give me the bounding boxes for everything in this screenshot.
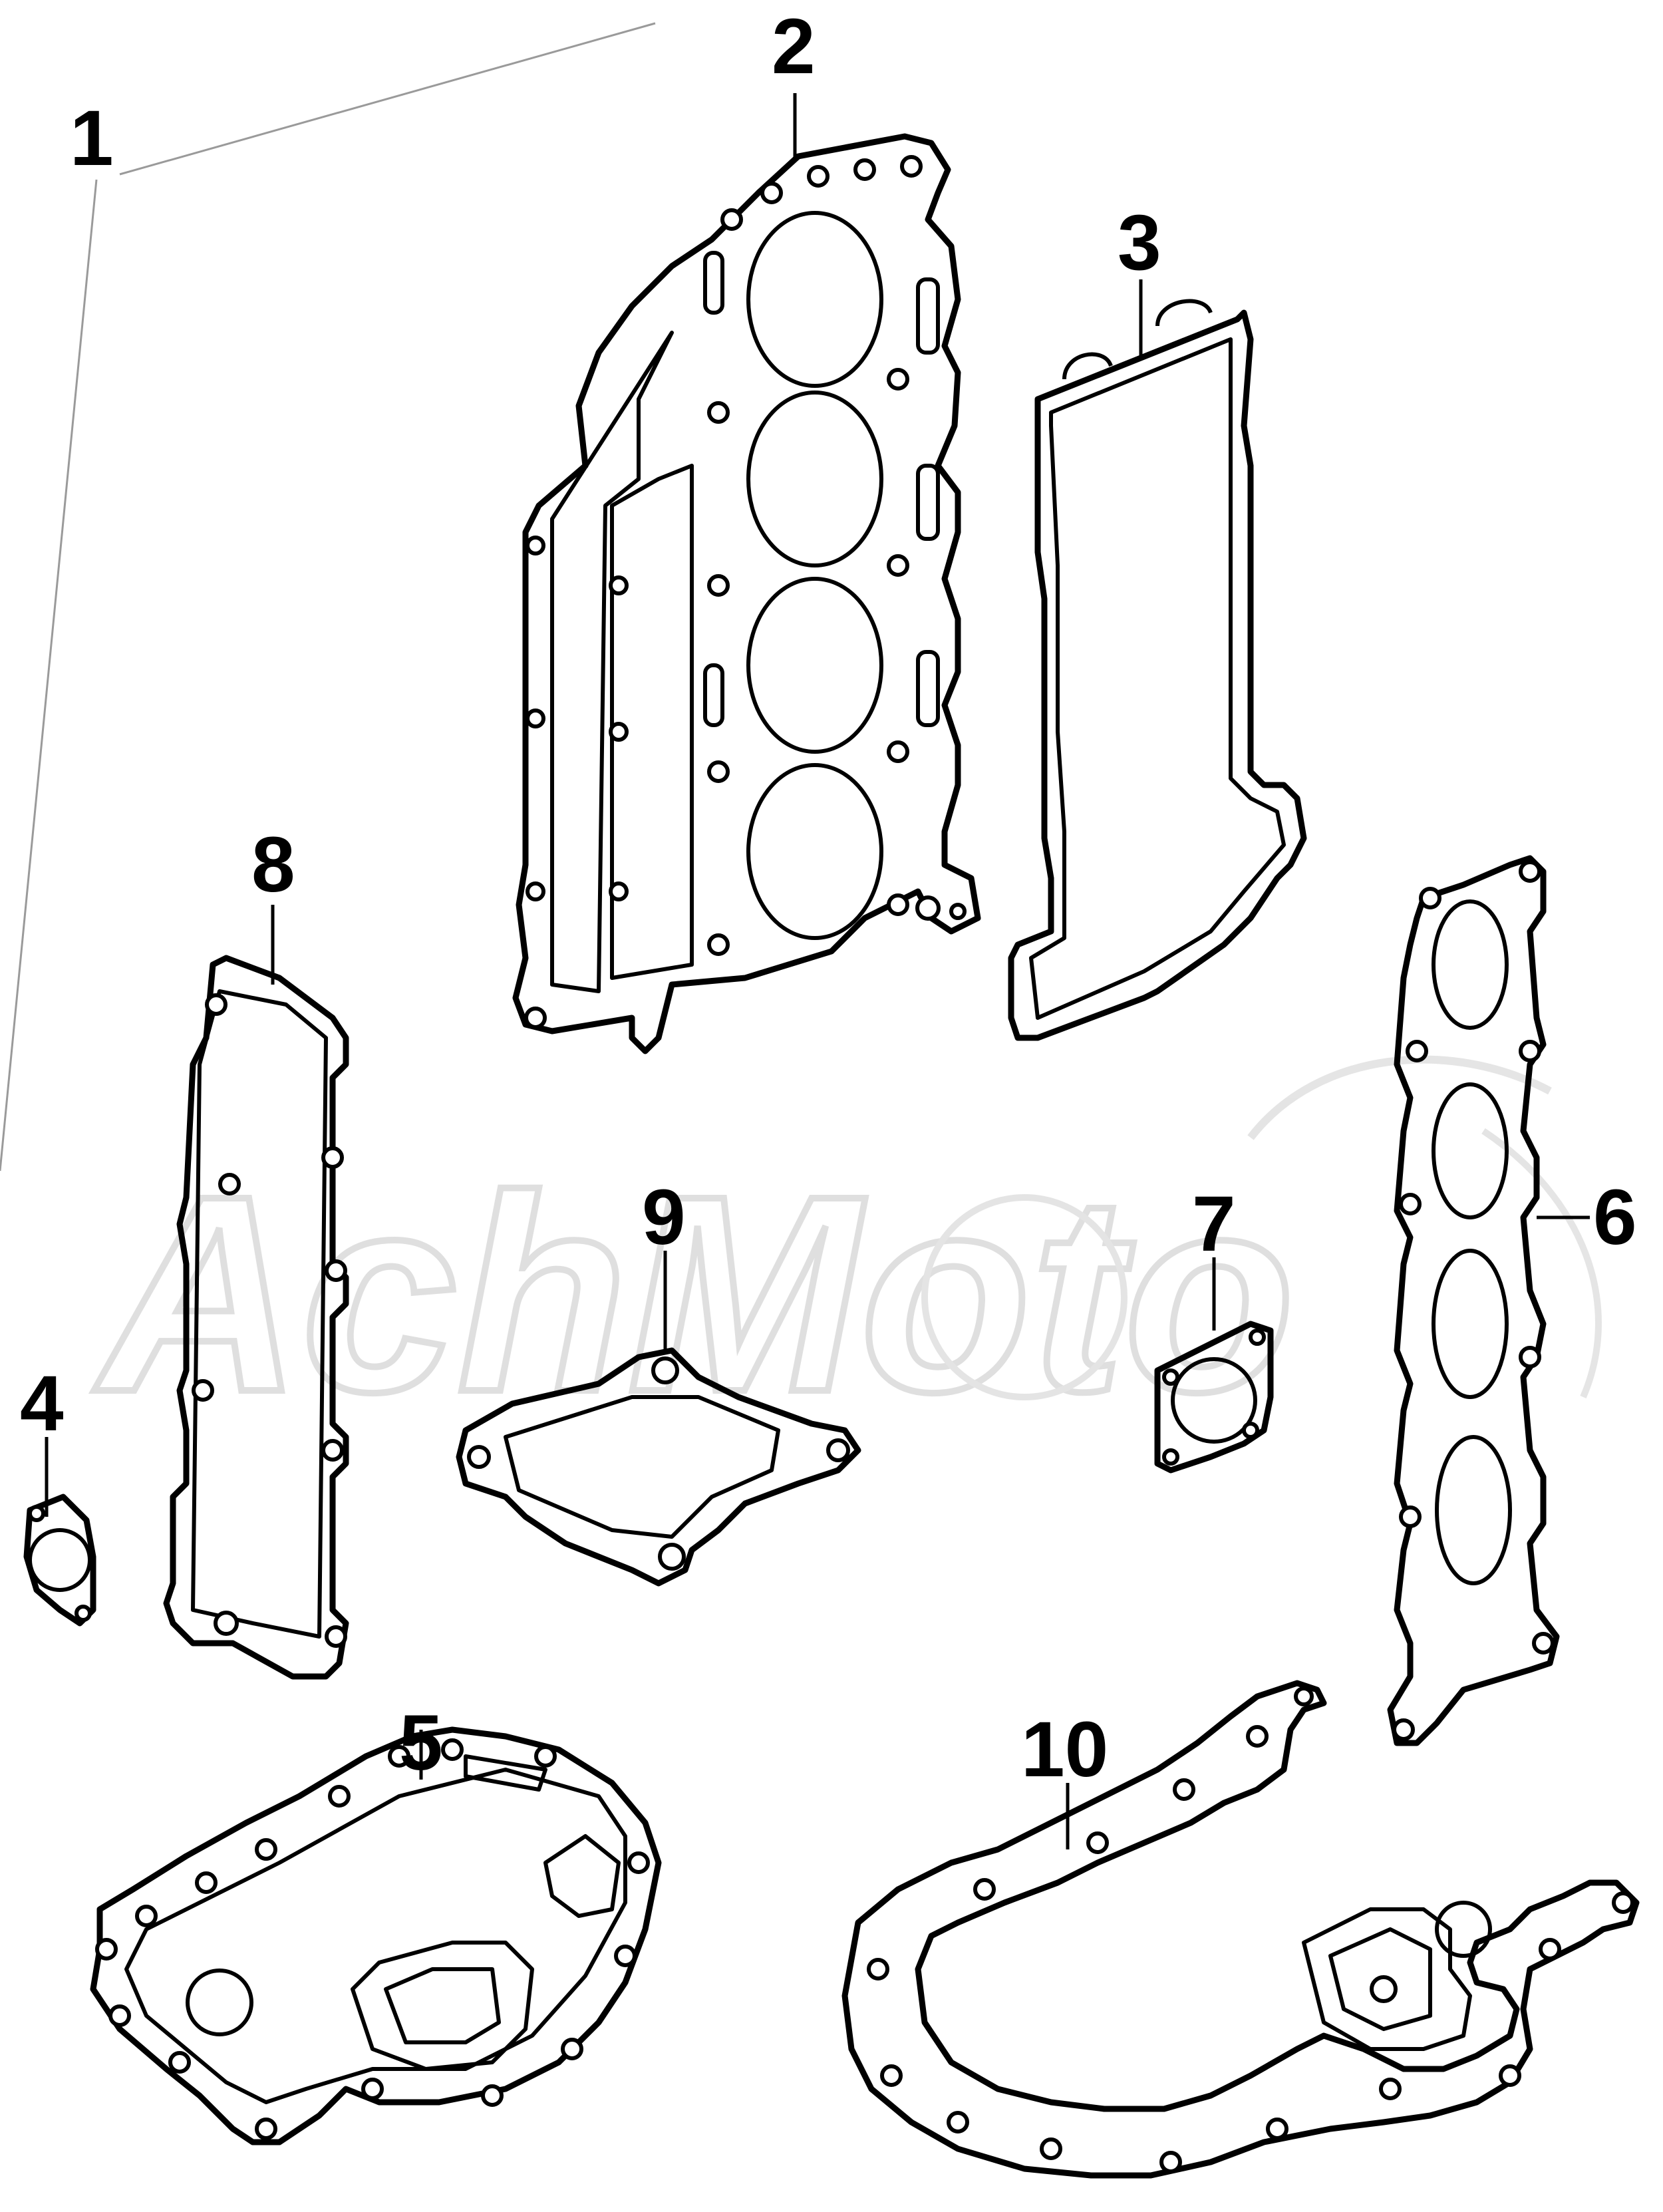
callouts: 1 2 3 8 4 9 7 6 5 10 [20, 3, 1637, 1794]
part-8-side-cover-gasket [163, 955, 349, 1680]
callout-5: 5 [399, 1699, 443, 1787]
part-5-lower-case-gasket [90, 1726, 662, 2145]
callout-10: 10 [1021, 1706, 1108, 1794]
part-10-front-case-gasket [841, 1680, 1640, 2179]
part-1-leader [0, 22, 656, 1172]
callout-8: 8 [251, 821, 295, 909]
callout-4: 4 [20, 1360, 64, 1448]
part-3-valve-cover-gasket [1008, 299, 1307, 1041]
callout-7: 7 [1192, 1180, 1236, 1268]
part-6-manifold-gasket [1387, 855, 1560, 1746]
part-9-flange-gasket [456, 1347, 861, 1587]
part-7-small-square-gasket [1154, 1321, 1274, 1474]
part-2-cylinder-head-gasket [512, 133, 981, 1054]
callout-2: 2 [772, 3, 816, 90]
watermark: AchMoto [88, 1055, 1602, 1454]
part-4-small-gasket [23, 1494, 96, 1627]
callout-3: 3 [1118, 199, 1161, 287]
callout-6: 6 [1593, 1174, 1637, 1261]
callout-9: 9 [642, 1174, 686, 1261]
callout-1: 1 [70, 94, 114, 182]
leader-lines [45, 93, 1590, 1849]
watermark-text: AchMoto [91, 1138, 1294, 1450]
